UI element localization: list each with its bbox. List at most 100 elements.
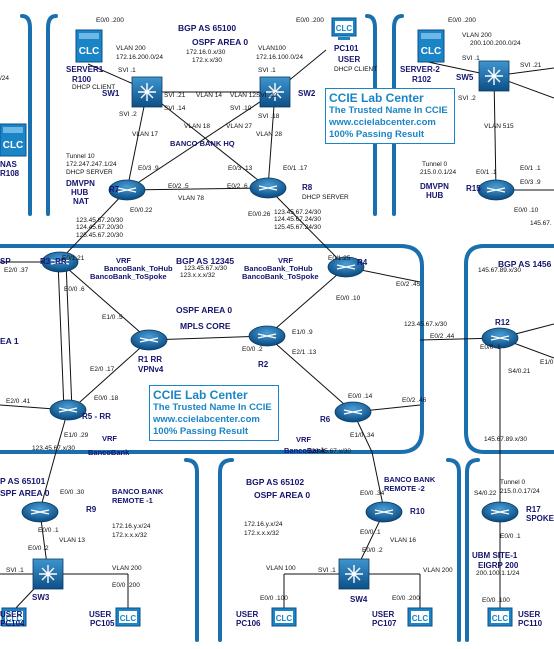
diagram-label: E0/2 .44 bbox=[430, 333, 455, 340]
diagram-label: 145.67.89.x/30 bbox=[484, 436, 528, 443]
router-r17[interactable] bbox=[481, 501, 519, 523]
diagram-label: E0/2 .45 bbox=[396, 281, 421, 288]
diagram-label: 124.45.67.24/30 bbox=[274, 216, 321, 223]
diagram-label: OSPF AREA 0 bbox=[192, 37, 249, 47]
diagram-label: PC105 bbox=[90, 619, 115, 628]
promo-line: The Trusted Name In CCIE bbox=[153, 402, 272, 413]
pc107-icon[interactable]: CLC bbox=[407, 607, 433, 627]
diagram-label: VLAN 17 bbox=[132, 131, 159, 138]
diagram-label: E0/0 .2 bbox=[242, 346, 263, 353]
diagram-label: E0/0 .6 bbox=[64, 286, 85, 293]
router-r4[interactable] bbox=[327, 256, 365, 278]
promo-line: www.ccielabcenter.com bbox=[329, 117, 436, 128]
router-r12[interactable] bbox=[481, 327, 519, 349]
diagram-label: E1/0 .34 bbox=[350, 432, 375, 439]
diagram-label: USER bbox=[0, 610, 23, 619]
diagram-label: R15 bbox=[466, 184, 481, 193]
diagram-label: E0/0 .10 bbox=[514, 207, 539, 214]
diagram-label: SVI .2 bbox=[119, 111, 137, 118]
diagram-label: E0/1.25 bbox=[328, 255, 351, 262]
diagram-label: SVI .21 bbox=[164, 92, 186, 99]
diagram-label: SW5 bbox=[456, 73, 474, 82]
diagram-label: 200.100.1.1/24 bbox=[476, 570, 520, 577]
diagram-label: E0/0 .200 bbox=[448, 17, 476, 24]
diagram-label: S4/0.22 bbox=[474, 490, 497, 497]
switch-sw5[interactable] bbox=[478, 60, 510, 92]
router-r10[interactable] bbox=[365, 501, 403, 523]
diagram-label: R12 bbox=[495, 318, 510, 327]
diagram-label: SVI .2 bbox=[458, 95, 476, 102]
diagram-label: VRF bbox=[296, 435, 311, 444]
router-r6[interactable] bbox=[334, 401, 372, 423]
diagram-label: E0/0 .100 bbox=[260, 595, 288, 602]
diagram-label: VLAN 515 bbox=[484, 123, 514, 130]
router-r8[interactable] bbox=[249, 177, 287, 199]
diagram-label: USER bbox=[338, 55, 361, 64]
server1-icon[interactable]: CLC bbox=[75, 29, 103, 63]
pc104-icon[interactable]: CLC bbox=[1, 607, 27, 627]
diagram-label: USER bbox=[518, 610, 541, 619]
diagram-label: E2/1 .13 bbox=[292, 349, 317, 356]
diagram-label: SW3 bbox=[32, 593, 50, 602]
router-r7[interactable] bbox=[108, 179, 146, 201]
diagram-label: VLAN 14 bbox=[196, 92, 223, 99]
router-r2[interactable] bbox=[248, 325, 286, 347]
switch-sw4[interactable] bbox=[338, 558, 370, 590]
diagram-label: SVI .21 bbox=[520, 62, 542, 69]
server2-icon[interactable]: CLC bbox=[417, 29, 445, 63]
diagram-label: E2/0 .41 bbox=[6, 398, 31, 405]
promo-line: 100% Passing Result bbox=[153, 426, 249, 437]
diagram-label: E0/0 .1 bbox=[38, 527, 59, 534]
diagram-label: E2/0 .17 bbox=[90, 366, 115, 373]
diagram-label: E0/0 .1 bbox=[360, 529, 381, 536]
diagram-label: VLAN 100 bbox=[266, 565, 296, 572]
router-r5[interactable] bbox=[49, 399, 87, 421]
pc110-icon[interactable]: CLC bbox=[487, 607, 513, 627]
promo-box-middle: CCIE Lab Center The Trusted Name In CCIE… bbox=[149, 385, 279, 441]
pc105-label: CLC bbox=[120, 614, 137, 623]
router-r3[interactable] bbox=[41, 251, 79, 273]
pc101-icon[interactable]: CLC bbox=[331, 17, 357, 40]
diagram-label: BancoBank_ToSpoke bbox=[242, 272, 319, 281]
pc106-icon[interactable]: CLC bbox=[271, 607, 297, 627]
diagram-label: PC101 bbox=[334, 44, 359, 53]
diagram-label: DHCP CLIENT bbox=[334, 66, 378, 73]
diagram-label: R100 bbox=[72, 75, 92, 84]
diagram-label: DHCP SERVER bbox=[66, 169, 113, 176]
diagram-label: E0/1.21 bbox=[62, 255, 85, 262]
switch-sw2[interactable] bbox=[259, 76, 291, 108]
diagram-label: 172.16.y.x/24 bbox=[112, 523, 151, 530]
diagram-label: E0/0 .2 bbox=[28, 545, 49, 552]
pc105-icon[interactable]: CLC bbox=[115, 607, 141, 627]
promo-box-top: CCIE Lab Center The Trusted Name In CCIE… bbox=[325, 88, 455, 144]
diagram-label: VLAN 16 bbox=[390, 537, 417, 544]
diagram-label: SVI .18 bbox=[258, 113, 280, 120]
diagram-label: R102 bbox=[412, 75, 432, 84]
diagram-label: BancoBank bbox=[88, 448, 130, 457]
diagram-label: DHCP CLIENT bbox=[72, 84, 116, 91]
diagram-label: SVI .14 bbox=[164, 105, 186, 112]
region-boundaries bbox=[0, 14, 554, 642]
router-r9[interactable] bbox=[21, 501, 59, 523]
diagram-label: SPOKE bbox=[526, 514, 554, 523]
diagram-label: E0/1 .1 bbox=[520, 165, 541, 172]
diagram-label: 200.100.200.0/24 bbox=[470, 40, 521, 47]
diagram-label: 123.45.67.x/30 bbox=[308, 448, 352, 455]
diagram-label: 172.247.247.1/24 bbox=[66, 161, 117, 168]
nas-r108-icon[interactable]: CLC bbox=[0, 123, 27, 157]
diagram-label: DMVPN bbox=[420, 182, 449, 191]
diagram-label: E1/0 .29 bbox=[64, 432, 89, 439]
diagram-label: BancoBank_ToHub bbox=[104, 264, 173, 273]
diagram-label: R5 - RR bbox=[82, 412, 111, 421]
diagram-label: E0/1 .1 bbox=[476, 169, 497, 176]
diagram-label: VRF bbox=[116, 256, 131, 265]
router-r15[interactable] bbox=[477, 179, 515, 201]
diagram-label: HUB bbox=[426, 191, 444, 200]
diagram-label: R7 bbox=[109, 185, 120, 194]
pc104-label: CLC bbox=[6, 614, 23, 623]
diagram-label: SVI .1 bbox=[318, 567, 336, 574]
router-r1[interactable] bbox=[130, 329, 168, 351]
diagram-label: E0/0.26 bbox=[248, 211, 271, 218]
switch-sw1[interactable] bbox=[131, 76, 163, 108]
switch-sw3[interactable] bbox=[32, 558, 64, 590]
